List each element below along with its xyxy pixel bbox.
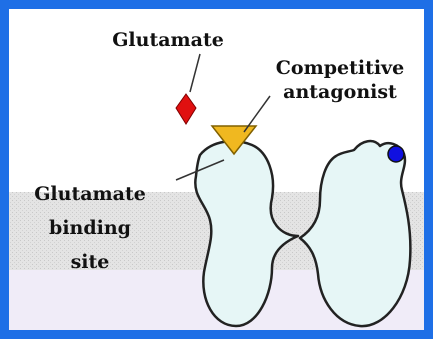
binding-site-label-line1: Glutamate	[34, 183, 146, 205]
competitive-antagonist-label-line2: antagonist	[283, 81, 397, 103]
binding-site-label-line3: site	[71, 251, 110, 273]
site-marker-dot	[388, 146, 404, 162]
competitive-antagonist-label-line1: Competitive	[276, 57, 404, 79]
binding-site-label-line2: binding	[49, 217, 131, 239]
glutamate-label: Glutamate	[112, 29, 224, 51]
